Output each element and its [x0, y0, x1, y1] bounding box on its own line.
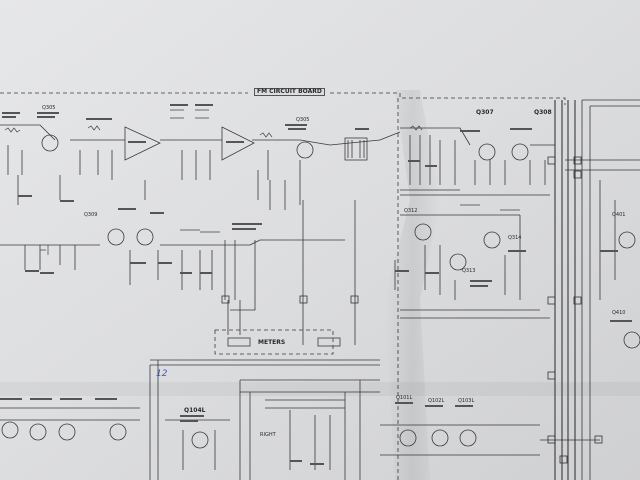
label-q312: Q312	[404, 208, 418, 214]
label-q401: Q401	[612, 212, 626, 218]
label-right: RIGHT	[260, 432, 276, 438]
label-q313: Q313	[462, 268, 476, 274]
label-q309: Q309	[84, 212, 98, 218]
label-q102l: Q102L	[428, 398, 445, 404]
label-q308: Q308	[534, 109, 552, 116]
circuit-lines	[0, 92, 640, 480]
label-q314: Q314	[508, 235, 522, 241]
label-q305-b: Q305	[296, 117, 310, 123]
component-symbols	[4, 109, 520, 255]
board-title: FM CIRCUIT BOARD	[254, 88, 325, 96]
label-q307: Q307	[476, 109, 494, 116]
label-q104l: Q104L	[184, 407, 206, 414]
label-q305: Q305	[42, 105, 56, 111]
fine-print	[0, 104, 632, 465]
label-q103l: Q103L	[458, 398, 475, 404]
label-q101l: Q101L	[396, 395, 413, 401]
handwritten-mark: 12	[156, 369, 168, 379]
label-q410: Q410	[612, 310, 626, 316]
junction-markers	[221, 156, 603, 464]
meters-label: METERS	[258, 339, 286, 346]
